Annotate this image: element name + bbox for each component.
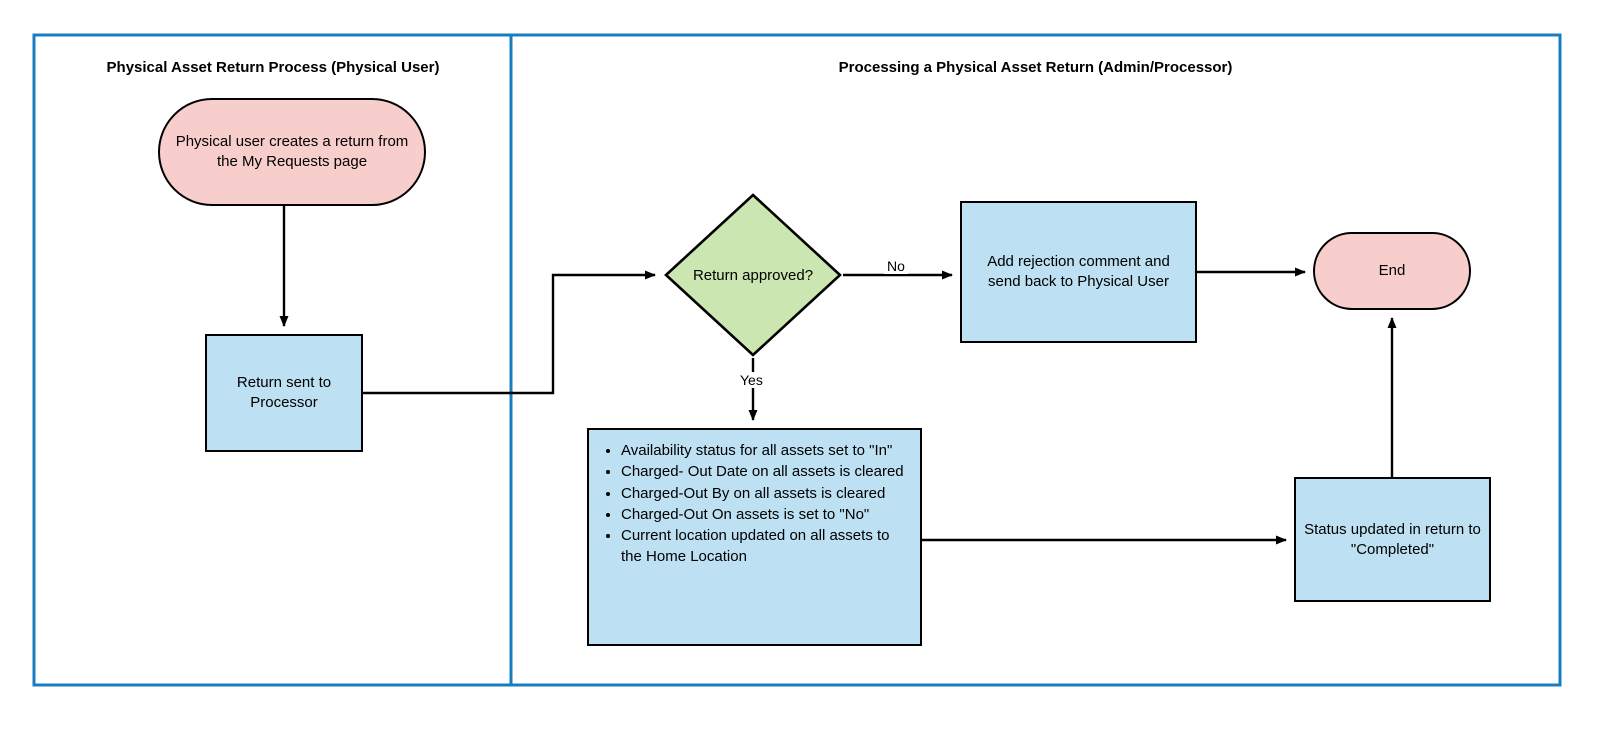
node-decision-return-approved[interactable]: Return approved?: [663, 192, 843, 358]
list-item: Charged-Out By on all assets is cleared: [621, 483, 908, 504]
node-asset-update-actions[interactable]: Availability status for all assets set t…: [587, 428, 922, 646]
node-return-sent-to-processor[interactable]: Return sent to Processor: [205, 334, 363, 452]
asset-update-actions-list: Availability status for all assets set t…: [595, 440, 908, 568]
node-add-rejection-comment[interactable]: Add rejection comment and send back to P…: [960, 201, 1197, 343]
list-item: Current location updated on all assets t…: [621, 525, 908, 568]
list-item: Charged-Out On assets is set to "No": [621, 504, 908, 525]
edge-return-sent-to-decision: [363, 270, 656, 395]
lane-title-admin-processor: Processing a Physical Asset Return (Admi…: [838, 59, 1233, 76]
decision-label: Return approved?: [692, 266, 814, 284]
list-item: Availability status for all assets set t…: [621, 440, 908, 461]
node-start-create-return[interactable]: Physical user creates a return from the …: [158, 98, 426, 206]
node-end[interactable]: End: [1313, 232, 1471, 310]
edge-label-yes: Yes: [737, 372, 766, 388]
list-item: Charged- Out Date on all assets is clear…: [621, 461, 908, 482]
decision-diamond-shape: [664, 193, 842, 357]
node-status-updated-completed[interactable]: Status updated in return to "Completed": [1294, 477, 1491, 602]
edge-label-no: No: [884, 258, 908, 274]
lane-title-physical-user: Physical Asset Return Process (Physical …: [106, 59, 440, 76]
diagram-frame: [32, 33, 1562, 687]
